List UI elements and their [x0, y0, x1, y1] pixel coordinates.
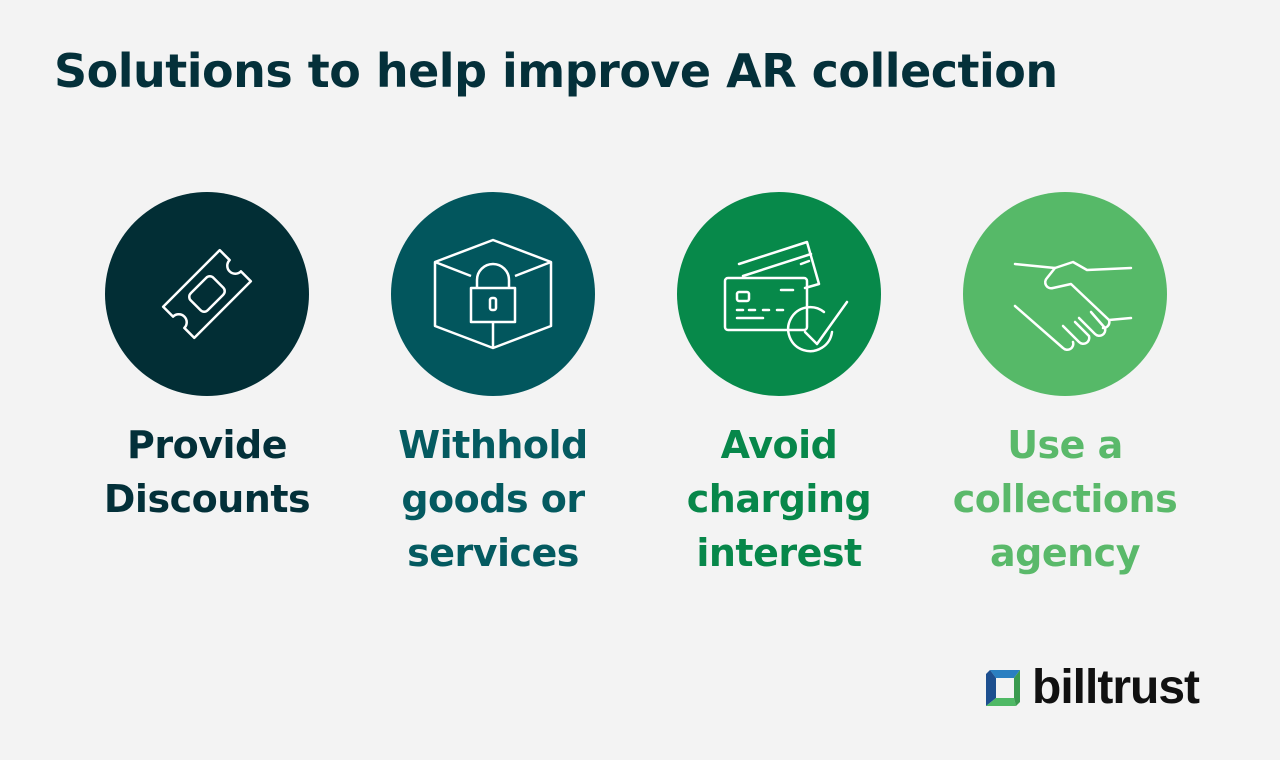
label-line: services	[407, 531, 579, 575]
solution-avoid-interest: Avoid charging interest	[634, 192, 924, 580]
icon-circle	[677, 192, 881, 396]
label-line: charging	[686, 477, 872, 521]
solution-collections-agency: Use a collections agency	[920, 192, 1210, 580]
label-line: Use a	[1007, 423, 1123, 467]
icon-circle	[963, 192, 1167, 396]
icon-circle	[391, 192, 595, 396]
credit-cards-check-icon	[723, 240, 849, 353]
label-line: interest	[696, 531, 862, 575]
solution-label: Withhold goods or services	[348, 418, 638, 580]
billtrust-logo: billtrust	[984, 661, 1200, 714]
label-line: agency	[990, 531, 1140, 575]
page-title: Solutions to help improve AR collection	[54, 44, 1058, 98]
label-line: Discounts	[103, 477, 311, 521]
logo-text: billtrust	[1032, 661, 1200, 714]
label-line: Avoid	[720, 423, 838, 467]
billtrust-logo-mark-icon	[986, 670, 1020, 706]
box-lock-icon	[433, 238, 553, 350]
label-line: Withhold	[398, 423, 588, 467]
solution-withhold-goods: Withhold goods or services	[348, 192, 638, 580]
label-line: goods or	[401, 477, 585, 521]
ticket-icon	[161, 248, 253, 340]
solution-label: Use a collections agency	[920, 418, 1210, 580]
solution-label: Provide Discounts	[62, 418, 352, 526]
solution-provide-discounts: Provide Discounts	[62, 192, 352, 526]
label-line: collections	[952, 477, 1178, 521]
icon-circle	[105, 192, 309, 396]
solution-label: Avoid charging interest	[634, 418, 924, 580]
handshake-icon	[1013, 260, 1133, 351]
label-line: Provide	[127, 423, 287, 467]
